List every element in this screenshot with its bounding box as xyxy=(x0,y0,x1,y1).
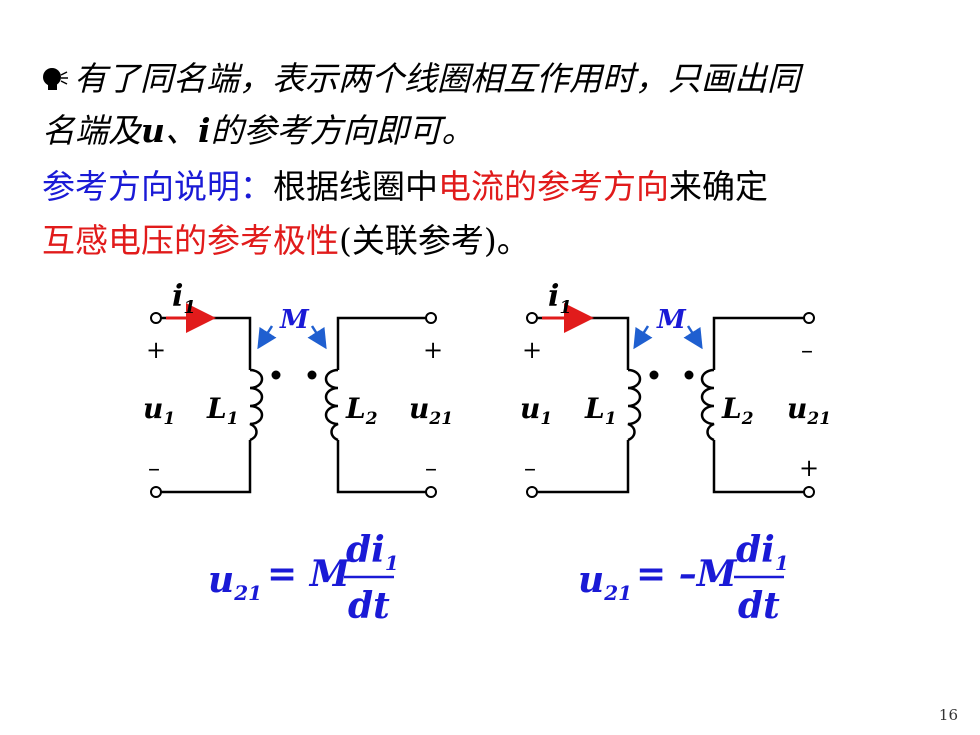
right-secondary-bottom-sign: + xyxy=(799,454,819,482)
right-terminal-bottom-right xyxy=(803,486,815,498)
left-formula-lhs: u21 xyxy=(208,559,262,605)
left-formula: u21 = M di1 dt xyxy=(208,529,399,627)
left-primary-bottom-wire xyxy=(161,440,252,494)
right-primary-voltage-label: u1 xyxy=(520,392,552,429)
right-secondary-voltage-label: u21 xyxy=(787,392,831,429)
left-mutual-arrow-left xyxy=(257,325,277,350)
intro-symbol-u: u xyxy=(141,111,165,150)
left-formula-rhs: = M xyxy=(267,553,351,595)
left-secondary-voltage-label: u21 xyxy=(409,392,453,429)
right-dot-secondary xyxy=(684,370,694,380)
explanation-text-2: 来确定 xyxy=(669,167,768,206)
left-current-label: i1 xyxy=(172,279,196,318)
right-mutual-label: M xyxy=(656,305,687,335)
explanation-highlight-2: 互感电压的参考极性 xyxy=(42,221,339,260)
right-terminal-top-left xyxy=(526,312,538,324)
intro-symbol-i: i xyxy=(198,111,211,150)
right-primary-bottom-wire xyxy=(537,440,630,494)
right-mutual-arrow-left xyxy=(633,325,653,350)
intro-line-1: 有了同名端，表示两个线圈相互作用时，只画出同 xyxy=(42,52,800,100)
left-dot-primary xyxy=(271,370,281,380)
speaking-head-icon xyxy=(43,68,68,90)
left-secondary-bottom-sign: – xyxy=(425,454,437,482)
right-circuit: i1 M + – – + u1 L1 L2 u21 xyxy=(520,279,831,498)
right-inductor-l2-label: L2 xyxy=(721,392,754,429)
left-secondary-top-wire xyxy=(336,316,426,370)
right-formula-rhs: = –M xyxy=(636,553,738,595)
intro-text-b-pre: 名端及 xyxy=(42,111,141,150)
right-formula-numerator: di1 xyxy=(736,529,789,575)
left-inductor-l2 xyxy=(324,368,339,442)
right-mutual-arrow-right xyxy=(683,325,703,350)
left-terminal-bottom-right xyxy=(425,486,437,498)
left-inductor-l1 xyxy=(249,368,264,442)
right-dot-primary xyxy=(649,370,659,380)
right-inductor-l1-label: L1 xyxy=(584,392,617,429)
right-formula-lhs: u21 xyxy=(578,559,632,605)
left-inductor-l2-label: L2 xyxy=(345,392,378,429)
left-terminal-top-right xyxy=(425,312,437,324)
left-dot-secondary xyxy=(307,370,317,380)
left-primary-top-wire xyxy=(161,316,252,370)
intro-line-2: 名端及u、i的参考方向即可。 xyxy=(42,104,475,152)
right-current-label: i1 xyxy=(548,279,572,318)
left-terminal-top-left xyxy=(150,312,162,324)
left-formula-denominator: dt xyxy=(348,585,390,627)
left-primary-top-sign: + xyxy=(146,336,166,364)
left-mutual-arrow-right xyxy=(307,325,327,350)
right-secondary-top-wire xyxy=(712,316,804,370)
left-terminal-bottom-left xyxy=(150,486,162,498)
right-primary-top-wire xyxy=(537,316,630,370)
right-inductor-l2 xyxy=(700,368,715,442)
intro-separator: 、 xyxy=(165,111,198,150)
right-secondary-top-sign: – xyxy=(801,336,813,364)
left-primary-voltage-label: u1 xyxy=(143,392,175,429)
right-formula: u21 = –M di1 dt xyxy=(578,529,789,627)
right-inductor-l1 xyxy=(627,368,642,442)
explanation-label: 参考方向说明： xyxy=(42,167,273,206)
explanation-highlight-1: 电流的参考方向 xyxy=(438,167,669,206)
right-primary-bottom-sign: – xyxy=(524,454,536,482)
left-formula-numerator: di1 xyxy=(346,529,399,575)
left-inductor-l1-label: L1 xyxy=(206,392,239,429)
page-number: 16 xyxy=(938,706,958,724)
left-circuit: i1 M + – + – u1 L1 L2 u21 xyxy=(143,279,453,498)
left-secondary-top-sign: + xyxy=(423,336,443,364)
explanation-text-1: 根据线圈中 xyxy=(273,167,438,206)
left-primary-bottom-sign: – xyxy=(148,454,160,482)
right-primary-top-sign: + xyxy=(522,336,542,364)
left-secondary-bottom-wire xyxy=(336,440,426,494)
explanation-line-2: 互感电压的参考极性(关联参考)。 xyxy=(42,214,530,262)
intro-text-b-post: 的参考方向即可。 xyxy=(210,111,475,150)
left-mutual-label: M xyxy=(279,305,310,335)
right-secondary-bottom-wire xyxy=(712,440,804,494)
right-terminal-top-right xyxy=(803,312,815,324)
explanation-paren: (关联参考)。 xyxy=(339,221,530,260)
right-terminal-bottom-left xyxy=(526,486,538,498)
intro-text-a: 有了同名端，表示两个线圈相互作用时，只画出同 xyxy=(74,59,800,98)
right-formula-denominator: dt xyxy=(738,585,780,627)
explanation-line-1: 参考方向说明：根据线圈中电流的参考方向来确定 xyxy=(42,160,768,208)
